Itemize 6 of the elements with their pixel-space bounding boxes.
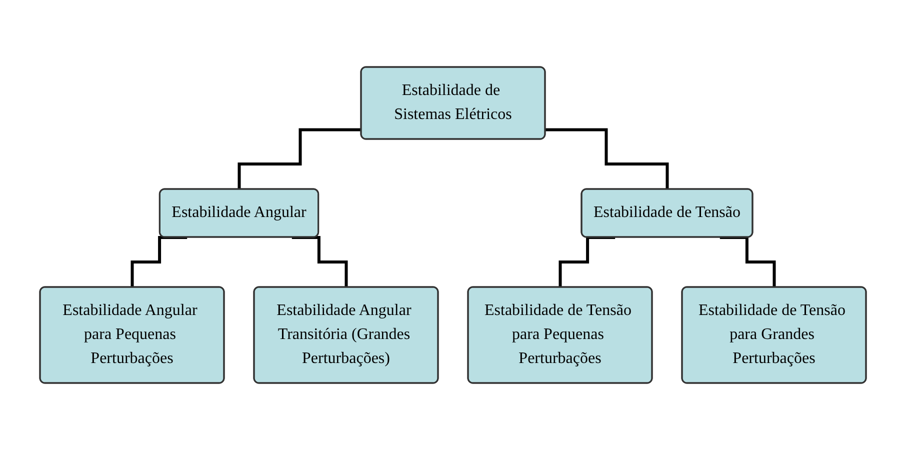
connector	[546, 128, 669, 191]
connector	[558, 236, 616, 289]
connector	[130, 236, 188, 289]
connector	[238, 128, 362, 191]
connector	[292, 236, 348, 289]
connector	[720, 236, 776, 289]
